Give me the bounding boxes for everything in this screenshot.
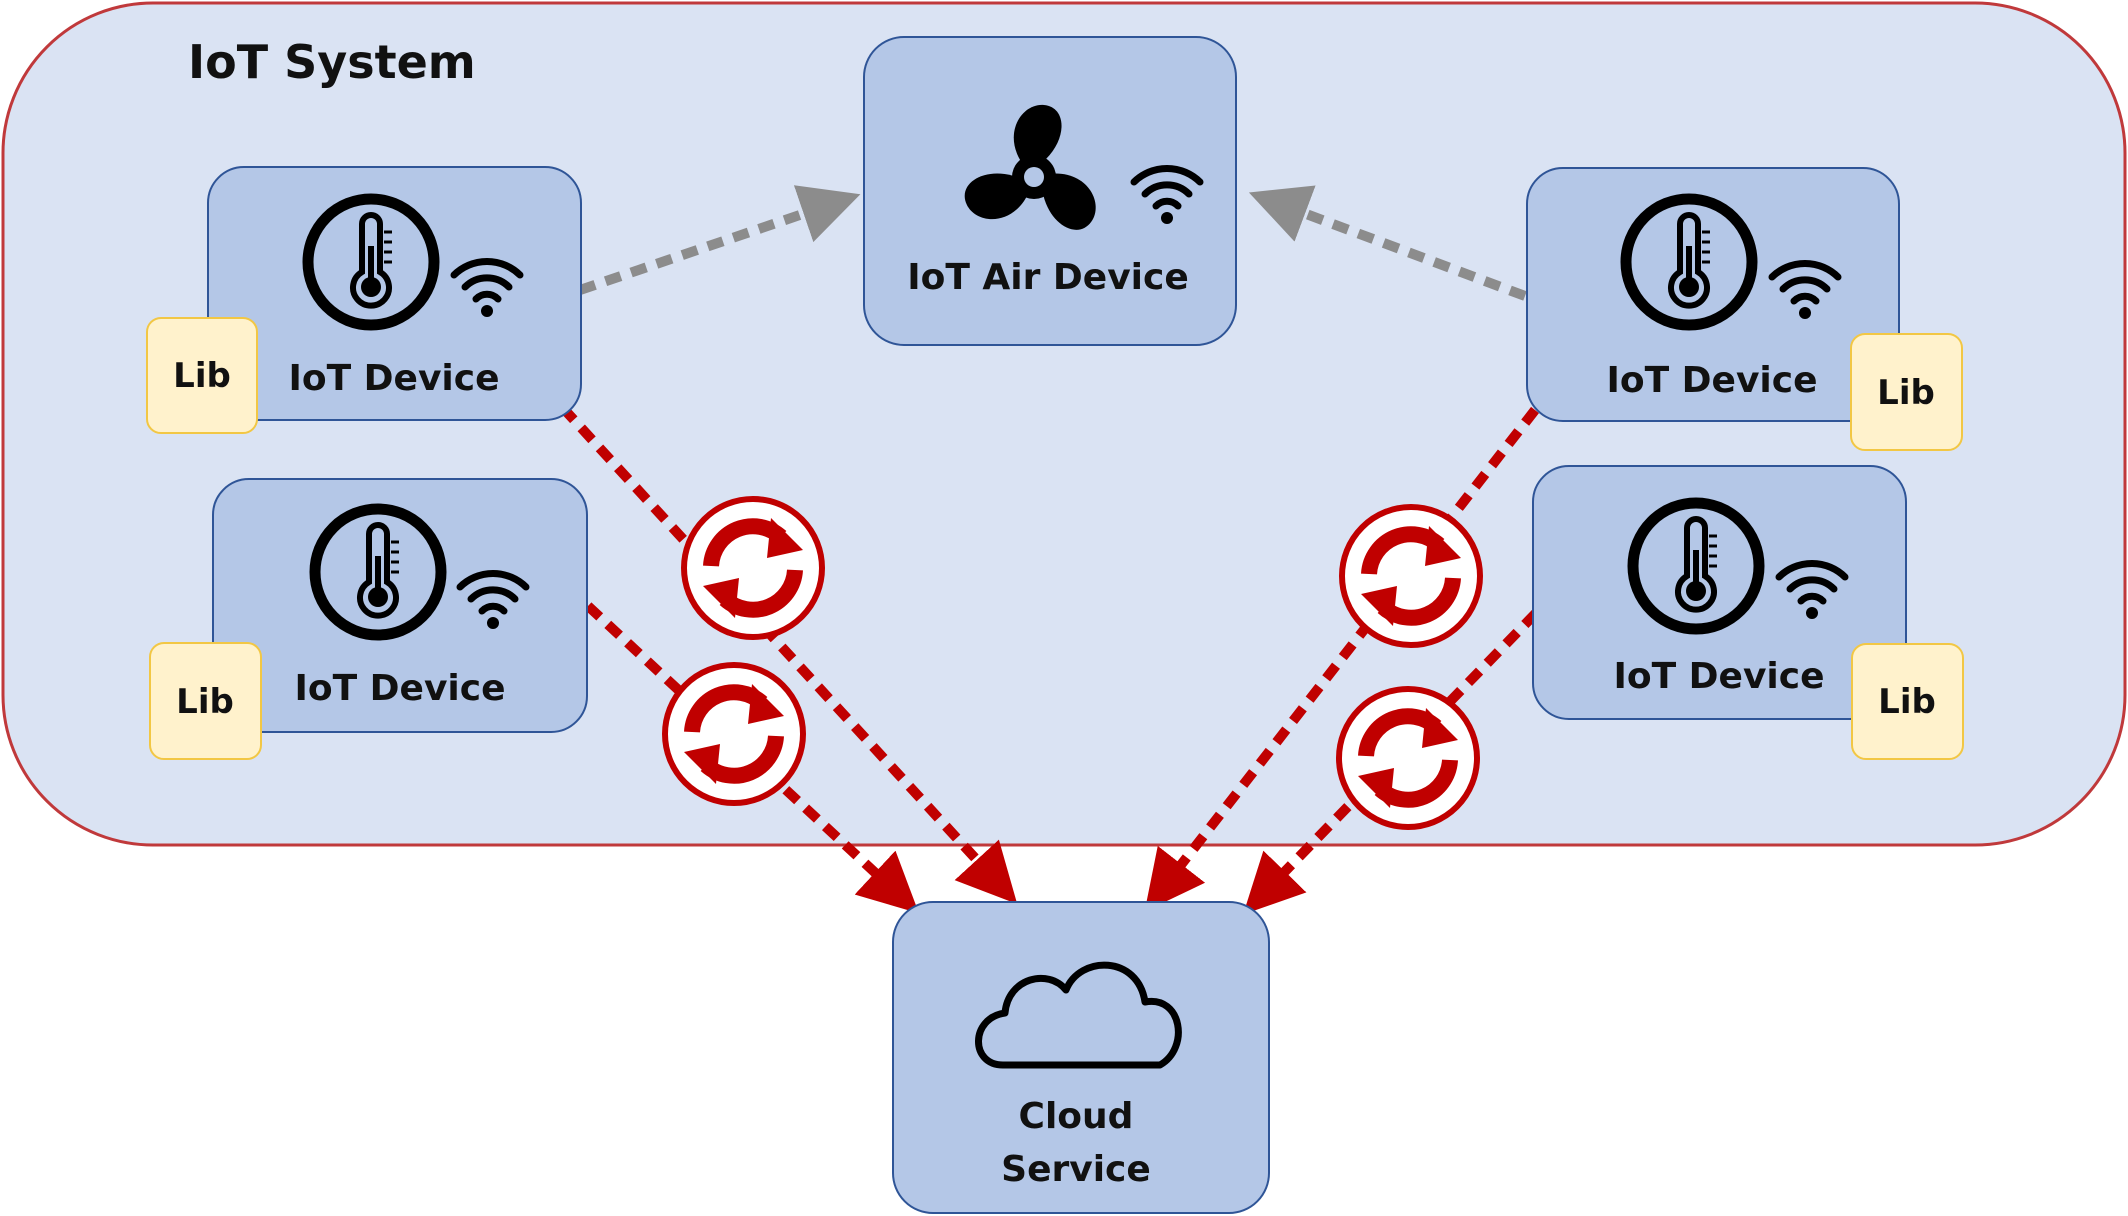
- iot-system-title: IoT System: [188, 35, 476, 89]
- lib-label: Lib: [173, 356, 231, 396]
- iot-device-node-2: IoT Device Lib: [149, 478, 588, 760]
- device-label: IoT Device: [1606, 360, 1817, 401]
- sync-icon: [665, 665, 803, 803]
- sync-arrow-device-2: [584, 602, 919, 914]
- lib-badge: [149, 642, 262, 760]
- iot-device-node-1: IoT Device Lib: [146, 166, 582, 434]
- device-label: IoT Device: [288, 358, 499, 399]
- cloud-icon: [975, 961, 1182, 1069]
- lib-label: Lib: [1878, 682, 1936, 722]
- lib-label: Lib: [176, 682, 234, 722]
- iot-air-device-node: IoT Air Device: [863, 36, 1237, 346]
- air-arrow-left: [578, 185, 861, 295]
- air-device-label: IoT Air Device: [907, 257, 1189, 298]
- sync-icon: [684, 499, 822, 637]
- sync-arrow-device-3: [1144, 406, 1539, 912]
- sync-icon: [1342, 507, 1480, 645]
- cloud-label-line1: Cloud: [1019, 1096, 1134, 1137]
- iot-device-node-4: IoT Device Lib: [1532, 465, 1964, 760]
- lib-badge: [1851, 643, 1964, 760]
- lib-label: Lib: [1877, 373, 1935, 413]
- lib-badge: [1850, 333, 1963, 451]
- device-label: IoT Device: [294, 668, 505, 709]
- lib-badge: [146, 317, 258, 434]
- device-to-air-arrows: [578, 185, 1527, 301]
- cloud-service-node: Cloud Service: [892, 901, 1270, 1214]
- device-label: IoT Device: [1613, 656, 1824, 697]
- fan-icon: [964, 104, 1096, 230]
- iot-device-node-3: IoT Device Lib: [1526, 167, 1963, 451]
- sync-icon: [1339, 689, 1477, 827]
- cloud-label-line2: Service: [1001, 1149, 1151, 1190]
- air-arrow-right: [1248, 185, 1527, 301]
